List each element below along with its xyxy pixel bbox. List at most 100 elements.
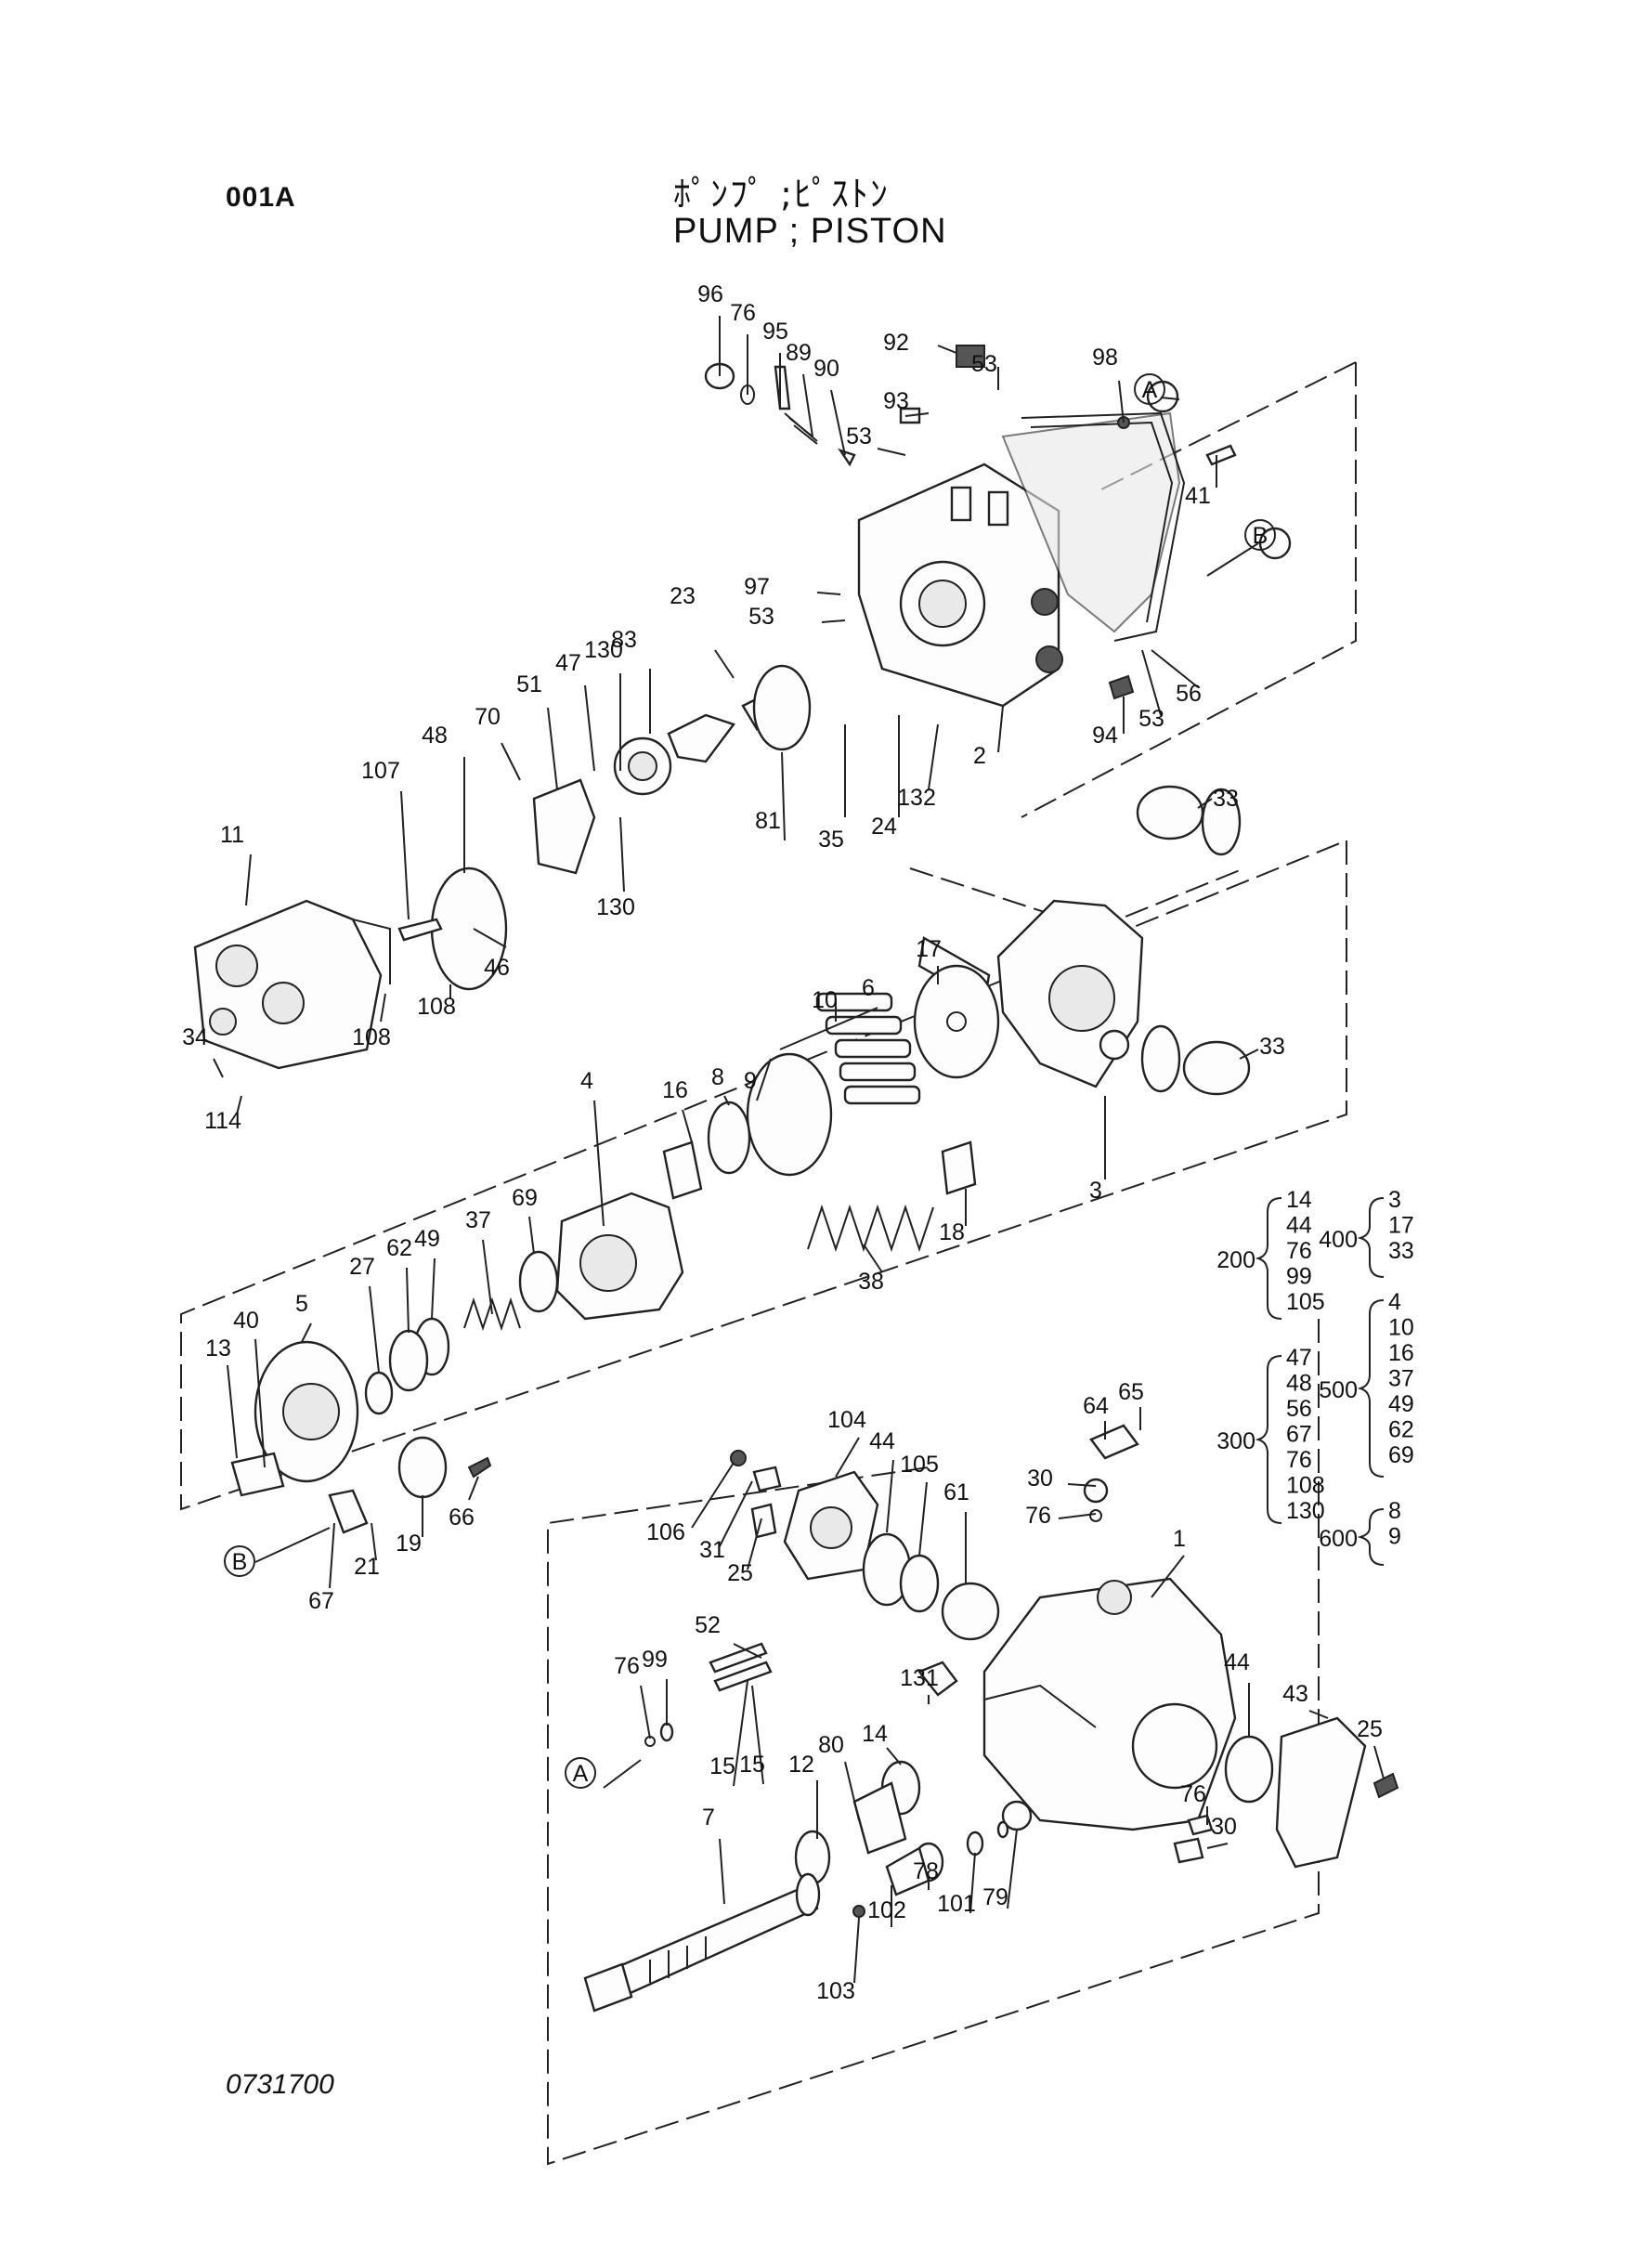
leader-line bbox=[844, 1761, 860, 1821]
leader-line bbox=[406, 1267, 410, 1334]
leader-line bbox=[501, 742, 521, 781]
kit-item: 48 bbox=[1286, 1371, 1312, 1397]
part-callout: 8 bbox=[711, 1064, 724, 1090]
title-english: PUMP ; PISTON bbox=[673, 212, 947, 251]
leader-line bbox=[802, 373, 813, 437]
kit-item: 76 bbox=[1286, 1447, 1312, 1473]
leader-line bbox=[528, 1216, 535, 1255]
part-callout: 51 bbox=[516, 671, 542, 697]
part-callout: 70 bbox=[475, 704, 501, 730]
leader-lines bbox=[213, 316, 1385, 1984]
part-callout: 105 bbox=[900, 1452, 939, 1478]
part-callout: 5 bbox=[295, 1291, 308, 1317]
leader-line bbox=[1239, 1049, 1259, 1060]
leader-line bbox=[1373, 1745, 1385, 1779]
reference-marker: A bbox=[573, 1761, 589, 1787]
part-callout: 25 bbox=[727, 1560, 753, 1586]
leader-line bbox=[1151, 649, 1199, 688]
leader-line bbox=[245, 853, 252, 906]
part-callout: 96 bbox=[697, 281, 723, 307]
reference-marker: A bbox=[1142, 377, 1158, 403]
part-callout: 47 bbox=[555, 650, 581, 676]
part-callout: 21 bbox=[354, 1554, 380, 1580]
leader-line bbox=[1151, 1555, 1185, 1598]
reference-circle bbox=[1134, 373, 1165, 405]
reference-circle bbox=[1244, 519, 1276, 551]
part-callout: 61 bbox=[943, 1479, 969, 1505]
part-callout: 31 bbox=[699, 1537, 725, 1563]
part-callout: 76 bbox=[614, 1653, 640, 1679]
leader-line bbox=[714, 649, 735, 679]
kit-item: 33 bbox=[1388, 1238, 1414, 1264]
leader-line bbox=[816, 592, 841, 595]
part-callout: 64 bbox=[1083, 1393, 1109, 1419]
part-callout: 30 bbox=[1027, 1466, 1053, 1492]
part-callout: 132 bbox=[897, 785, 936, 811]
part-callout: 108 bbox=[352, 1024, 391, 1050]
kit-item: 130 bbox=[1286, 1498, 1325, 1524]
leader-line bbox=[547, 707, 558, 790]
kit-item: 67 bbox=[1286, 1422, 1312, 1448]
leader-line bbox=[937, 345, 957, 354]
leader-line bbox=[751, 1685, 764, 1785]
part-callout: 97 bbox=[744, 574, 770, 600]
part-callout: 18 bbox=[939, 1219, 965, 1245]
drawing-number: 0731700 bbox=[226, 2069, 334, 2100]
top-small-parts bbox=[704, 345, 1292, 700]
leader-line bbox=[756, 1058, 772, 1101]
leader-line bbox=[473, 928, 507, 948]
part-callout: 92 bbox=[883, 330, 909, 356]
part-callout: 13 bbox=[205, 1335, 231, 1362]
part-callout: 76 bbox=[730, 300, 756, 326]
part-callout: 101 bbox=[937, 1891, 976, 1917]
kit-item: 76 bbox=[1286, 1238, 1312, 1264]
leader-line bbox=[821, 619, 846, 623]
part-callout: 98 bbox=[1092, 345, 1118, 371]
reference-marker: B bbox=[232, 1549, 248, 1575]
kit-item: 3 bbox=[1388, 1187, 1401, 1213]
part-callout: 15 bbox=[739, 1752, 765, 1778]
part-callout: 23 bbox=[670, 583, 696, 609]
leader-line bbox=[482, 1239, 493, 1315]
part-callout: 7 bbox=[702, 1804, 715, 1831]
reference-circle bbox=[565, 1757, 596, 1789]
leader-line bbox=[779, 1007, 878, 1050]
part-callout: 69 bbox=[512, 1185, 538, 1211]
kit-tables: 2001444769910530047485667761081304003173… bbox=[1216, 1187, 1414, 1552]
part-callout: 19 bbox=[396, 1531, 422, 1557]
part-callout: 12 bbox=[788, 1752, 814, 1778]
leader-line bbox=[468, 1476, 479, 1501]
part-callout: 114 bbox=[204, 1108, 241, 1134]
kit-item: 9 bbox=[1388, 1524, 1401, 1550]
part-callout: 93 bbox=[883, 388, 909, 414]
kit-item: 14 bbox=[1286, 1187, 1312, 1213]
part-callout: 10 bbox=[812, 987, 838, 1013]
leader-line bbox=[691, 1462, 735, 1529]
leader-line bbox=[1118, 380, 1125, 423]
kit-item: 47 bbox=[1286, 1345, 1312, 1371]
kit-item: 17 bbox=[1388, 1213, 1414, 1239]
leader-line bbox=[918, 1481, 928, 1557]
kit-item: 8 bbox=[1388, 1498, 1401, 1524]
part-callout: 46 bbox=[484, 955, 510, 981]
leader-line bbox=[781, 751, 786, 841]
part-callout: 104 bbox=[827, 1407, 866, 1433]
part-callout: 33 bbox=[1259, 1034, 1285, 1060]
kit-item: 99 bbox=[1286, 1264, 1312, 1290]
part-callout: 94 bbox=[1092, 723, 1118, 749]
part-callout: 38 bbox=[858, 1269, 884, 1295]
part-callout: 9 bbox=[744, 1068, 757, 1094]
leader-line bbox=[593, 1100, 605, 1227]
kit-item: 69 bbox=[1388, 1442, 1414, 1468]
page-code: 001A bbox=[226, 182, 296, 213]
part-callout: 106 bbox=[646, 1519, 685, 1545]
part-callout: 53 bbox=[1138, 706, 1164, 732]
leader-line bbox=[371, 1522, 377, 1561]
part-callout: 56 bbox=[1176, 681, 1202, 707]
leader-line bbox=[369, 1285, 380, 1374]
part-callout: 16 bbox=[662, 1077, 688, 1103]
leader-line bbox=[213, 1058, 224, 1078]
part-callout: 15 bbox=[709, 1753, 735, 1779]
part-callout: 53 bbox=[748, 604, 774, 630]
